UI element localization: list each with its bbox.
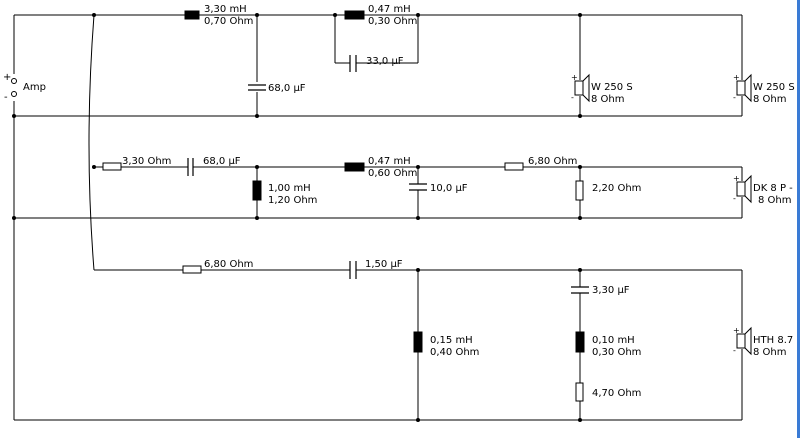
amp-plus-sign: + bbox=[3, 72, 11, 83]
mid-inductor-l2 bbox=[344, 162, 365, 172]
tweeter-l2-value: 0,10 mH bbox=[592, 335, 635, 346]
woofer-l2-resistance: 0,30 Ohm bbox=[368, 16, 417, 27]
tweeter-driver: + - bbox=[733, 326, 752, 356]
woofer-inductor-l2 bbox=[344, 10, 365, 20]
mid-resistor-r1 bbox=[102, 162, 122, 171]
tweeter-capacitor-c1 bbox=[349, 261, 357, 279]
woofer-capacitor-c2 bbox=[349, 55, 357, 72]
mid-l2-value: 0,47 mH bbox=[368, 156, 411, 167]
tweeter-l1-value: 0,15 mH bbox=[430, 335, 473, 346]
amp-plus-terminal bbox=[11, 78, 17, 84]
wires bbox=[13, 14, 743, 421]
woofer-driver-2-impedance: 8 Ohm bbox=[753, 94, 787, 105]
woofer-driver-2: + - bbox=[733, 73, 752, 103]
amp-label: Amp bbox=[23, 82, 46, 93]
woofer-section: 3,30 mH 0,70 Ohm 68,0 µF 0,47 mH 0,30 Oh… bbox=[184, 4, 795, 105]
mid-section: 3,30 Ohm 68,0 µF 1,00 mH 1,20 Ohm 0,47 m… bbox=[102, 156, 793, 206]
svg-text:+: + bbox=[733, 326, 740, 335]
woofer-driver-1-impedance: 8 Ohm bbox=[591, 94, 625, 105]
amp-minus-sign: - bbox=[4, 92, 8, 103]
woofer-l2-value: 0,47 mH bbox=[368, 4, 411, 15]
mid-l1-resistance: 1,20 Ohm bbox=[268, 195, 317, 206]
svg-text:-: - bbox=[733, 194, 736, 203]
woofer-driver-1-name: W 250 S bbox=[591, 82, 633, 93]
woofer-capacitor-c1 bbox=[248, 84, 266, 91]
woofer-c2-value: 33,0 µF bbox=[366, 56, 404, 67]
tweeter-r1-value: 6,80 Ohm bbox=[204, 259, 253, 270]
tweeter-resistor-r1 bbox=[182, 265, 202, 274]
svg-text:-: - bbox=[733, 93, 736, 102]
tweeter-section: 6,80 Ohm 1,50 µF 0,15 mH 0,40 Ohm 3,30 µ… bbox=[182, 259, 793, 402]
tweeter-c1-value: 1,50 µF bbox=[365, 259, 403, 270]
mid-resistor-r2 bbox=[504, 162, 524, 171]
woofer-driver-2-name: W 250 S bbox=[753, 82, 795, 93]
mid-c1-value: 68,0 µF bbox=[203, 156, 241, 167]
tweeter-driver-name: HTH 8.7 bbox=[753, 335, 793, 346]
mid-capacitor-c1 bbox=[187, 158, 194, 176]
tweeter-driver-impedance: 8 Ohm bbox=[753, 347, 787, 358]
mid-capacitor-c2 bbox=[409, 183, 427, 191]
svg-text:+: + bbox=[733, 73, 740, 82]
junction-dots bbox=[12, 13, 582, 422]
tweeter-l1-resistance: 0,40 Ohm bbox=[430, 347, 479, 358]
mid-l1-value: 1,00 mH bbox=[268, 183, 311, 194]
mid-driver: + - bbox=[733, 174, 752, 204]
woofer-l1-resistance: 0,70 Ohm bbox=[204, 16, 253, 27]
mid-driver-name: DK 8 P - bbox=[753, 183, 793, 194]
svg-text:+: + bbox=[733, 174, 740, 183]
tweeter-resistor-r2 bbox=[575, 382, 584, 402]
svg-text:-: - bbox=[733, 346, 736, 355]
amp-source: + - Amp bbox=[3, 72, 46, 103]
tweeter-c2-value: 3,30 µF bbox=[592, 285, 630, 296]
mid-r1-value: 3,30 Ohm bbox=[122, 156, 171, 167]
mid-r3-value: 2,20 Ohm bbox=[592, 183, 641, 194]
tweeter-inductor-l2 bbox=[575, 331, 585, 353]
woofer-l1-value: 3,30 mH bbox=[204, 4, 247, 15]
tweeter-l2-resistance: 0,30 Ohm bbox=[592, 347, 641, 358]
mid-r2-value: 6,80 Ohm bbox=[528, 156, 577, 167]
mid-l2-resistance: 0,60 Ohm bbox=[368, 168, 417, 179]
tweeter-inductor-l1 bbox=[413, 331, 423, 353]
tweeter-capacitor-c2 bbox=[571, 286, 589, 294]
woofer-driver-1: + - bbox=[571, 73, 590, 103]
woofer-c1-value: 68,0 µF bbox=[268, 83, 306, 94]
mid-inductor-l1 bbox=[252, 180, 262, 201]
svg-text:-: - bbox=[571, 93, 574, 102]
mid-driver-impedance: 8 Ohm bbox=[758, 195, 792, 206]
tweeter-r2-value: 4,70 Ohm bbox=[592, 388, 641, 399]
amp-minus-terminal bbox=[11, 91, 17, 97]
woofer-inductor-l1 bbox=[184, 10, 200, 20]
mid-resistor-r3 bbox=[575, 180, 584, 201]
mid-c2-value: 10,0 µF bbox=[430, 183, 468, 194]
svg-text:+: + bbox=[571, 73, 578, 82]
window-right-edge bbox=[797, 0, 800, 438]
